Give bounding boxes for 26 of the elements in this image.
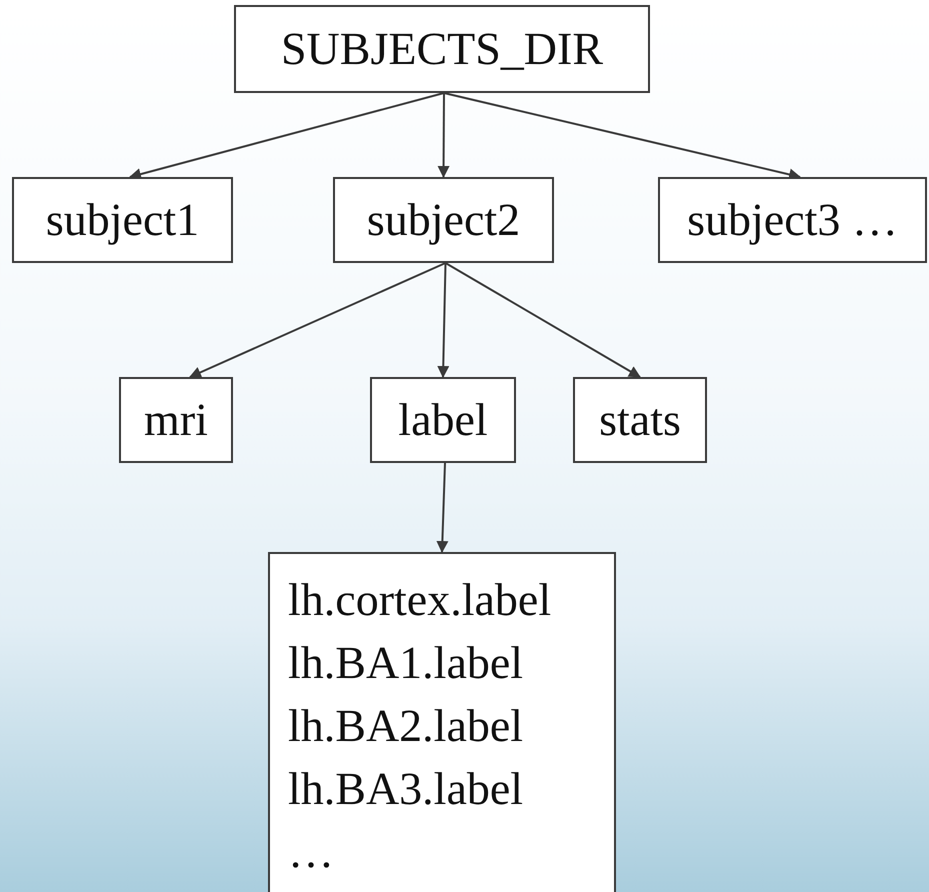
folder-name: SUBJECTS_DIR [280,26,604,72]
file-name: lh.BA1.label [288,636,524,690]
folder-box [12,177,233,263]
folder-name: subject3 … [687,197,898,243]
arrow [445,262,641,378]
folder-name: subject2 [366,197,520,243]
folder-box [234,5,650,93]
file-name: … [288,825,334,879]
arrow [436,462,448,553]
arrow [437,262,450,378]
file-list-box [268,552,616,892]
arrow [129,92,444,180]
folder-name: stats [599,397,681,443]
folder-name: subject1 [46,197,200,243]
folder-box [658,177,927,263]
folder-box [370,377,516,463]
folder-box [573,377,707,463]
folder-box [119,377,233,463]
folder-box [333,177,554,263]
arrow [189,262,446,378]
file-name: lh.BA2.label [288,699,524,753]
folder-name: label [398,397,488,443]
file-name: lh.cortex.label [288,573,552,627]
file-name: lh.BA3.label [288,762,524,816]
arrow [438,93,450,178]
folder-name: mri [144,397,208,443]
